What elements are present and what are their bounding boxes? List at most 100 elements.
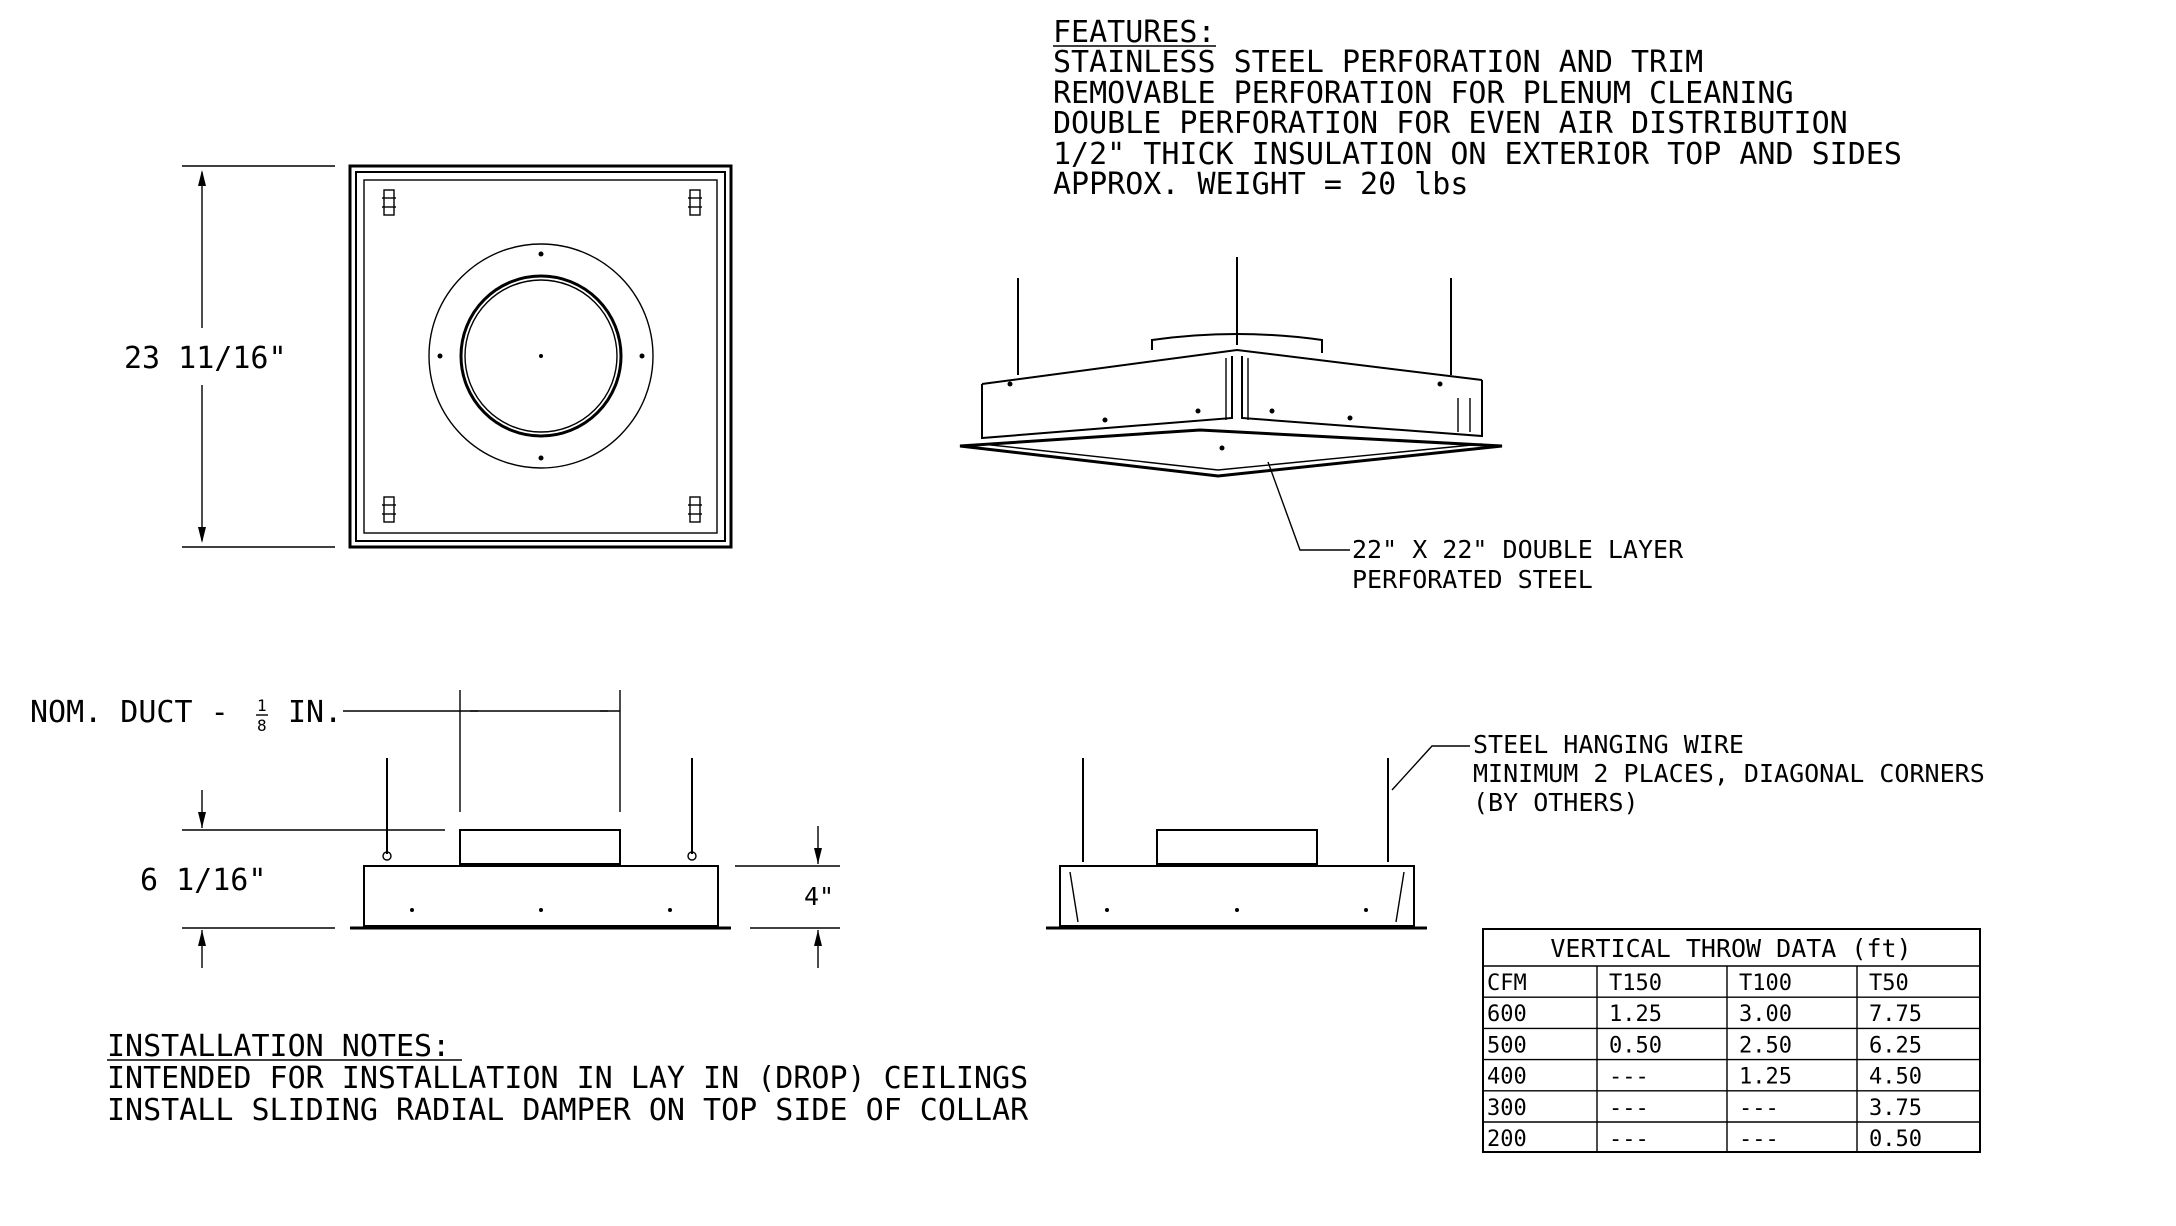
table-cell: 4.50 (1869, 1065, 1922, 1090)
end-trim-edge (1395, 871, 1405, 923)
screw-icon (1347, 415, 1353, 421)
table-cell: 6.25 (1869, 1033, 1922, 1058)
isometric-view: 22" X 22" DOUBLE LAYER PERFORATED STEEL (959, 257, 1684, 594)
table-title: VERTICAL THROW DATA (ft) (1550, 934, 1911, 963)
plan-outer-frame (348, 164, 733, 549)
screw-icon (539, 908, 543, 912)
feature-line: STAINLESS STEEL PERFORATION AND TRIM (1053, 45, 1703, 80)
installation-line: INSTALL SLIDING RADIAL DAMPER ON TOP SID… (107, 1093, 1029, 1128)
table-cell: 3.75 (1869, 1096, 1922, 1121)
table-cell: --- (1609, 1065, 1649, 1090)
table-cell: 200 (1487, 1127, 1527, 1152)
screw-icon (1105, 908, 1109, 912)
screw-icon (410, 908, 414, 912)
feature-line: DOUBLE PERFORATION FOR EVEN AIR DISTRIBU… (1053, 106, 1848, 141)
table-cell: --- (1739, 1127, 1779, 1152)
installation-notes: INSTALLATION NOTES: INTENDED FOR INSTALL… (107, 1029, 1029, 1128)
flange-dot (538, 251, 544, 257)
wire-callout-line1: STEEL HANGING WIRE (1473, 730, 1744, 759)
table-cell: 300 (1487, 1096, 1527, 1121)
table-cell: --- (1609, 1096, 1649, 1121)
vertical-throw-table: VERTICAL THROW DATA (ft) CFM T150 T100 T50 6… (1482, 928, 1981, 1153)
iso-right-face (1241, 356, 1483, 438)
overall-dimension-label: 23 11/16" (124, 341, 287, 376)
corner-clip-icon (382, 189, 396, 216)
table-cell: 400 (1487, 1065, 1527, 1090)
table-header-cell: T150 (1609, 971, 1662, 996)
height-dimension-label: 6 1/16" (140, 863, 266, 898)
plan-panel (363, 179, 718, 534)
feature-line: 1/2" THICK INSULATION ON EXTERIOR TOP AN… (1053, 137, 1902, 172)
table-header-cell: CFM (1487, 971, 1527, 996)
plan-view: 23 11/16" (124, 164, 733, 549)
wire-leader-line (1391, 745, 1470, 791)
perforated-callout-line2: PERFORATED STEEL (1352, 565, 1593, 594)
collar-flange-circle (428, 243, 654, 469)
nom-duct-fraction-numerator: 1 (257, 696, 267, 715)
wire-callout-line3: (BY OTHERS) (1473, 788, 1639, 817)
table-cell: --- (1739, 1096, 1779, 1121)
screw-icon (1219, 445, 1225, 451)
table-cell: 0.50 (1869, 1127, 1922, 1152)
screw-icon (668, 908, 672, 912)
table-cell: --- (1609, 1127, 1649, 1152)
screw-icon (1235, 908, 1239, 912)
table-header-cell: T50 (1869, 971, 1909, 996)
screw-icon (1437, 381, 1443, 387)
corner-clip-icon (382, 496, 396, 523)
table-grid (1483, 965, 1980, 1152)
collar-inner-circle (464, 279, 618, 433)
collar-circle (459, 274, 623, 438)
screw-icon (1007, 381, 1013, 387)
end-elevation-view: STEEL HANGING WIRE MINIMUM 2 PLACES, DIA… (1046, 730, 1985, 930)
table-cell: 2.50 (1739, 1033, 1792, 1058)
screw-icon (1364, 908, 1368, 912)
table-cell: 500 (1487, 1033, 1527, 1058)
corner-clip-icon (688, 189, 702, 216)
iso-panel-inner-edge (981, 443, 1483, 471)
wire-callout-line2: MINIMUM 2 PLACES, DIAGONAL CORNERS (1473, 759, 1985, 788)
table-cell: 7.75 (1869, 1002, 1922, 1027)
arrow-up-icon (198, 930, 206, 946)
table-header-cell: T100 (1739, 971, 1792, 996)
installation-heading: INSTALLATION NOTES: (107, 1029, 450, 1064)
nom-duct-label: NOM. DUCT - (30, 695, 229, 730)
plan-inner-frame (355, 171, 726, 542)
table-cell: 0.50 (1609, 1033, 1662, 1058)
screw-icon (1269, 408, 1275, 414)
iso-perforated-panel (959, 428, 1503, 478)
iso-top-edge (981, 348, 1483, 385)
table-cell: 3.00 (1739, 1002, 1792, 1027)
nom-duct-fraction-denominator: 8 (257, 716, 267, 735)
corner-clip-icon (688, 496, 702, 523)
screw-icon (1195, 408, 1201, 414)
arrow-down-icon (198, 812, 206, 828)
side-elevation-view: NOM. DUCT - 1 8 IN. 6 1/16" (30, 690, 840, 968)
installation-line: INTENDED FOR INSTALLATION IN LAY IN (DRO… (107, 1061, 1028, 1096)
table-cells: CFM T150 T100 T50 600 1.25 3.00 7.75 500 0.50 2.50… (1487, 971, 1922, 1152)
flange-dot (538, 455, 544, 461)
iso-collar (1151, 333, 1323, 353)
arrow-up-icon (814, 930, 822, 946)
features-heading: FEATURES: (1053, 15, 1216, 50)
screw-icon (1102, 417, 1108, 423)
end-trim-edge (1069, 871, 1079, 923)
side-body (363, 865, 719, 927)
table-cell: 1.25 (1609, 1002, 1662, 1027)
feature-line: APPROX. WEIGHT = 20 lbs (1053, 167, 1468, 202)
flange-dot (639, 353, 645, 359)
perforated-callout-line1: 22" X 22" DOUBLE LAYER (1352, 535, 1684, 564)
nom-duct-unit: IN. (288, 695, 342, 730)
features-block: FEATURES: STAINLESS STEEL PERFORATION AN… (1053, 15, 1902, 202)
wire-clip-icon (382, 851, 392, 861)
table-frame (1482, 928, 1981, 1153)
wire-clip-icon (687, 851, 697, 861)
feature-line: REMOVABLE PERFORATION FOR PLENUM CLEANIN… (1053, 76, 1794, 111)
end-collar (1156, 829, 1318, 865)
perforated-leader-line (1267, 461, 1350, 551)
iso-left-face (981, 356, 1233, 440)
table-cell: 1.25 (1739, 1065, 1792, 1090)
arrow-down-icon (198, 527, 206, 543)
table-cell: 600 (1487, 1002, 1527, 1027)
